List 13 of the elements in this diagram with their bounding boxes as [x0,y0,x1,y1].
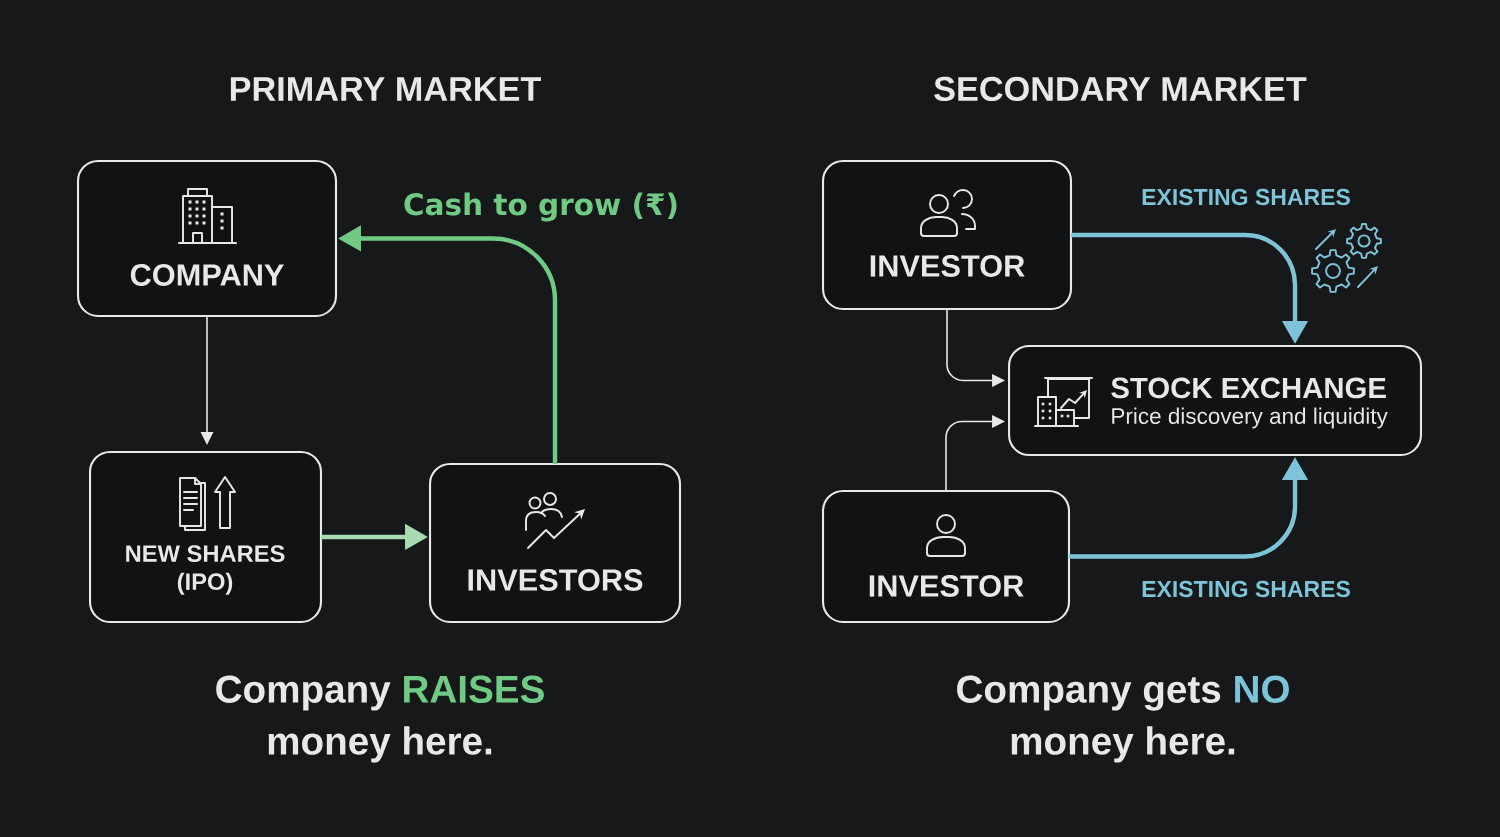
process-box: STOCK EXCHANGE Price discovery and liquidity [1008,344,1423,457]
summary-text: Company RAISES money here. [216,675,544,763]
process-box: NEW SHARES (IPO) [88,450,323,624]
section-heading: SECONDARY MARKET [934,76,1307,102]
edge-label: Cash to grow (₹) [399,189,683,225]
process-box: INVESTOR [822,159,1073,311]
edge-label: EXISTING SHARES [1137,577,1355,601]
process-box: INVESTOR [822,489,1071,624]
process-box: INVESTORS [428,462,682,624]
section-heading: PRIMARY MARKET [230,77,541,101]
summary-text: Company gets NO money here. [957,675,1289,763]
edge-label: EXISTING SHARES [1137,185,1355,209]
process-box: COMPANY [77,159,338,318]
